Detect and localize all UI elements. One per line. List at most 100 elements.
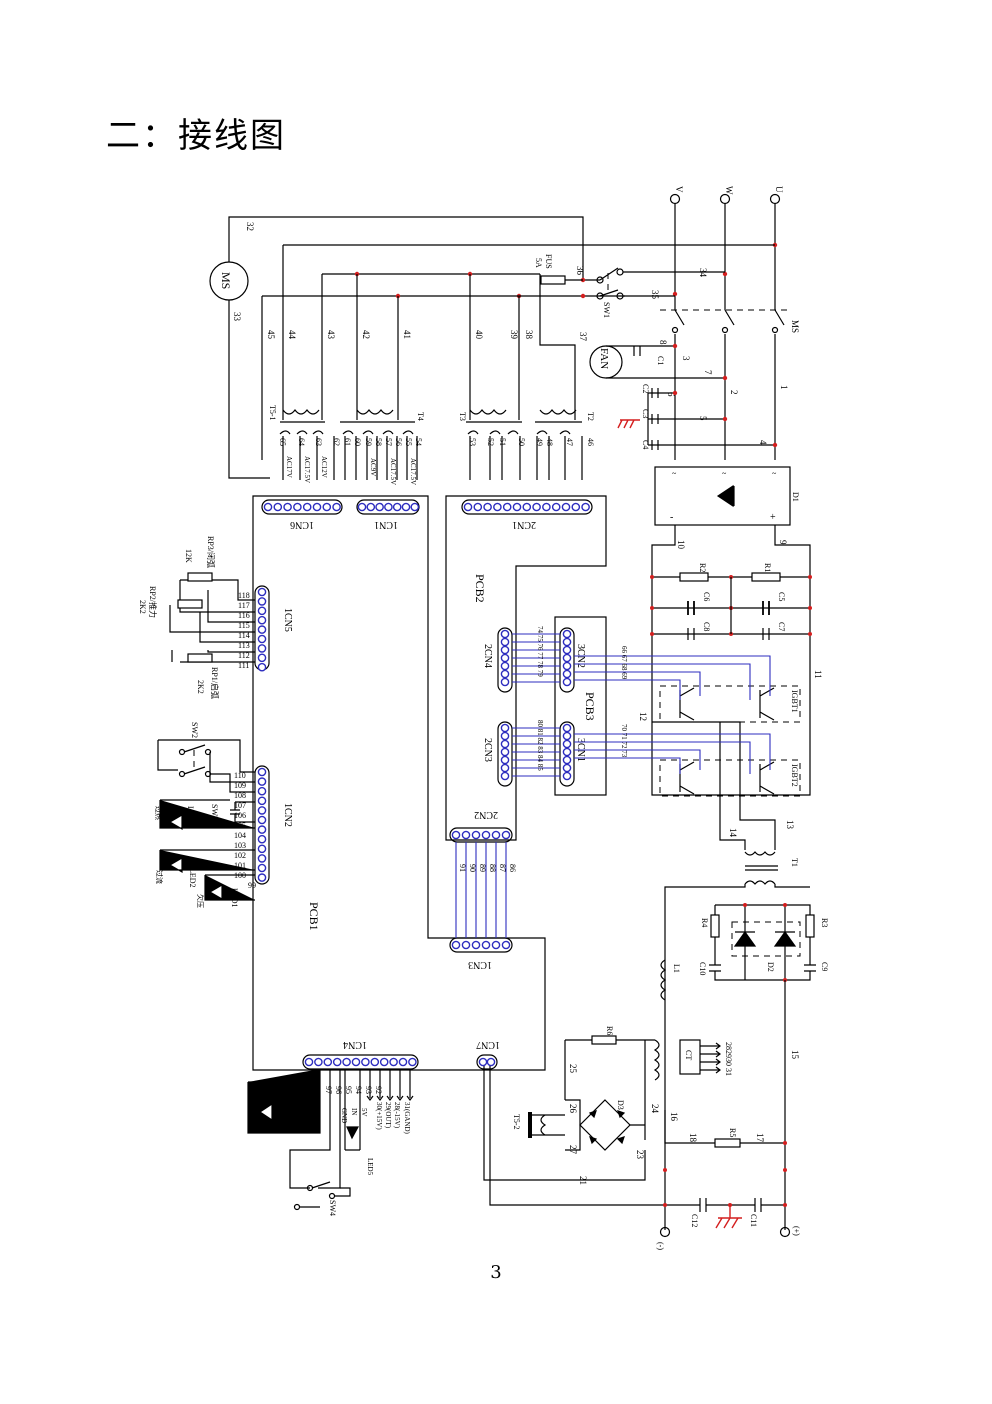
svg-text:5V: 5V [360,1108,368,1117]
capacitor-c10: C10 [698,962,721,975]
svg-text:1CN6: 1CN6 [290,519,314,530]
connector-pin [366,502,376,512]
svg-text:C5: C5 [777,592,786,601]
svg-text:90: 90 [468,864,477,872]
svg-text:108: 108 [234,791,246,800]
connector-pins [257,502,590,1067]
transformer-t5-2: T5-2 [512,1112,565,1138]
connector-pin [263,502,273,512]
svg-text:IGBT1: IGBT1 [790,690,799,713]
svg-text:58: 58 [374,438,383,446]
svg-text:93: 93 [364,1086,373,1094]
connector-pin [483,502,492,512]
svg-text:1CN3: 1CN3 [468,959,492,970]
connector-pin [500,661,510,671]
connector-pin [257,597,267,606]
connector-pin [361,1057,370,1067]
connector-pin [463,502,473,512]
connector-pin [500,755,510,765]
connector-1cn3: 1CN3 [449,937,513,970]
wire-33: 33 [232,312,242,322]
wire-3: 3 [681,356,691,361]
3cn2-pins: 66 67 68 69 [620,646,628,680]
capacitor-c11: C11 [749,1198,762,1227]
connector-pin [314,1057,323,1067]
svg-text:R5: R5 [728,1128,737,1137]
connector-pin [581,502,590,512]
svg-text:88: 88 [488,864,497,872]
svg-text:R6: R6 [605,1026,614,1035]
svg-text:SW4: SW4 [328,1200,337,1216]
svg-text:95: 95 [344,1086,353,1094]
svg-text:R2: R2 [698,563,707,572]
icn6-wire-labels: 65 64 63 62 AC17V AC17.5V AC12V [278,438,341,483]
svg-text:FAN: FAN [598,348,610,369]
connector-pin [501,830,511,840]
svg-text:29(OUT): 29(OUT) [384,1102,392,1129]
svg-text:107: 107 [234,801,246,810]
connector-pin [304,1057,314,1067]
svg-text:RP2/推力: RP2/推力 [148,586,158,618]
resistor-r4: R4 [700,914,720,938]
terminal-v: V [669,186,684,205]
igbt2: IGBT2 [659,759,801,797]
connector-pin [389,1057,398,1067]
svg-text:PCB1: PCB1 [307,902,321,931]
svg-text:282930 31: 282930 31 [724,1042,733,1076]
led5: LED5 [344,1069,374,1176]
svg-text:1CN1: 1CN1 [374,519,398,530]
page-number: 3 [490,1262,502,1283]
svg-text:R4: R4 [700,918,709,927]
connector-pin [332,1057,342,1067]
svg-text:50: 50 [517,438,526,446]
connector-pin [500,747,510,757]
connector-pin [351,1057,361,1067]
svg-text:118: 118 [238,591,250,600]
connector-pin [257,615,267,625]
connector-pin [257,653,267,663]
svg-text:C10: C10 [698,962,707,975]
wire-41: 41 [402,330,412,339]
svg-text:SW1: SW1 [602,302,611,318]
bridge-rectifier-d1: ~ ~ ~ - + D1 [654,466,800,526]
connector-pin [478,1057,488,1067]
svg-text:116: 116 [238,611,250,620]
led4: LED4 电源 [247,1069,321,1134]
connector-pin [562,645,572,655]
svg-text:1CN7: 1CN7 [476,1039,500,1050]
svg-text:1CN5: 1CN5 [282,608,293,632]
connector-pin [571,502,581,512]
connector-pin [491,940,501,950]
connector-pin [384,502,393,512]
svg-text:2K2: 2K2 [138,600,147,614]
svg-text:+: + [770,512,776,523]
capacitor-c4: C4 [641,440,659,450]
svg-text:99: 99 [248,881,256,890]
svg-text:59: 59 [364,438,373,446]
connector-pin [257,854,267,863]
connector-1cn7: 1CN7 [476,1039,500,1070]
connector-pin [562,637,572,647]
svg-text:C7: C7 [777,622,786,631]
svg-text:CT: CT [684,1050,693,1060]
svg-text:60: 60 [353,438,362,446]
connector-pin [257,806,267,815]
wire-8: 8 [658,340,668,345]
svg-text:113: 113 [238,641,250,650]
ms-contactor: MS [660,309,800,334]
icn1-wire-labels: 61 60 59 58 57 56 55 54 AC9V AC17.5V AC1… [343,438,423,485]
svg-text:过流: 过流 [155,870,164,884]
connector-pin [532,502,541,512]
connector-pin [410,502,420,512]
svg-text:C11: C11 [749,1214,758,1227]
terminal-negative: (-) [656,1226,671,1250]
connector-pin [257,606,267,616]
resistor-r3: R3 [805,914,829,938]
wire-24: 25 [568,1064,578,1074]
connector-pin [491,830,501,840]
connector-pin [370,1057,380,1067]
wire-34: 34 [698,268,708,278]
wire-23: 24 [650,1104,660,1114]
svg-text:97: 97 [324,1086,333,1094]
connector-pin [562,661,572,671]
